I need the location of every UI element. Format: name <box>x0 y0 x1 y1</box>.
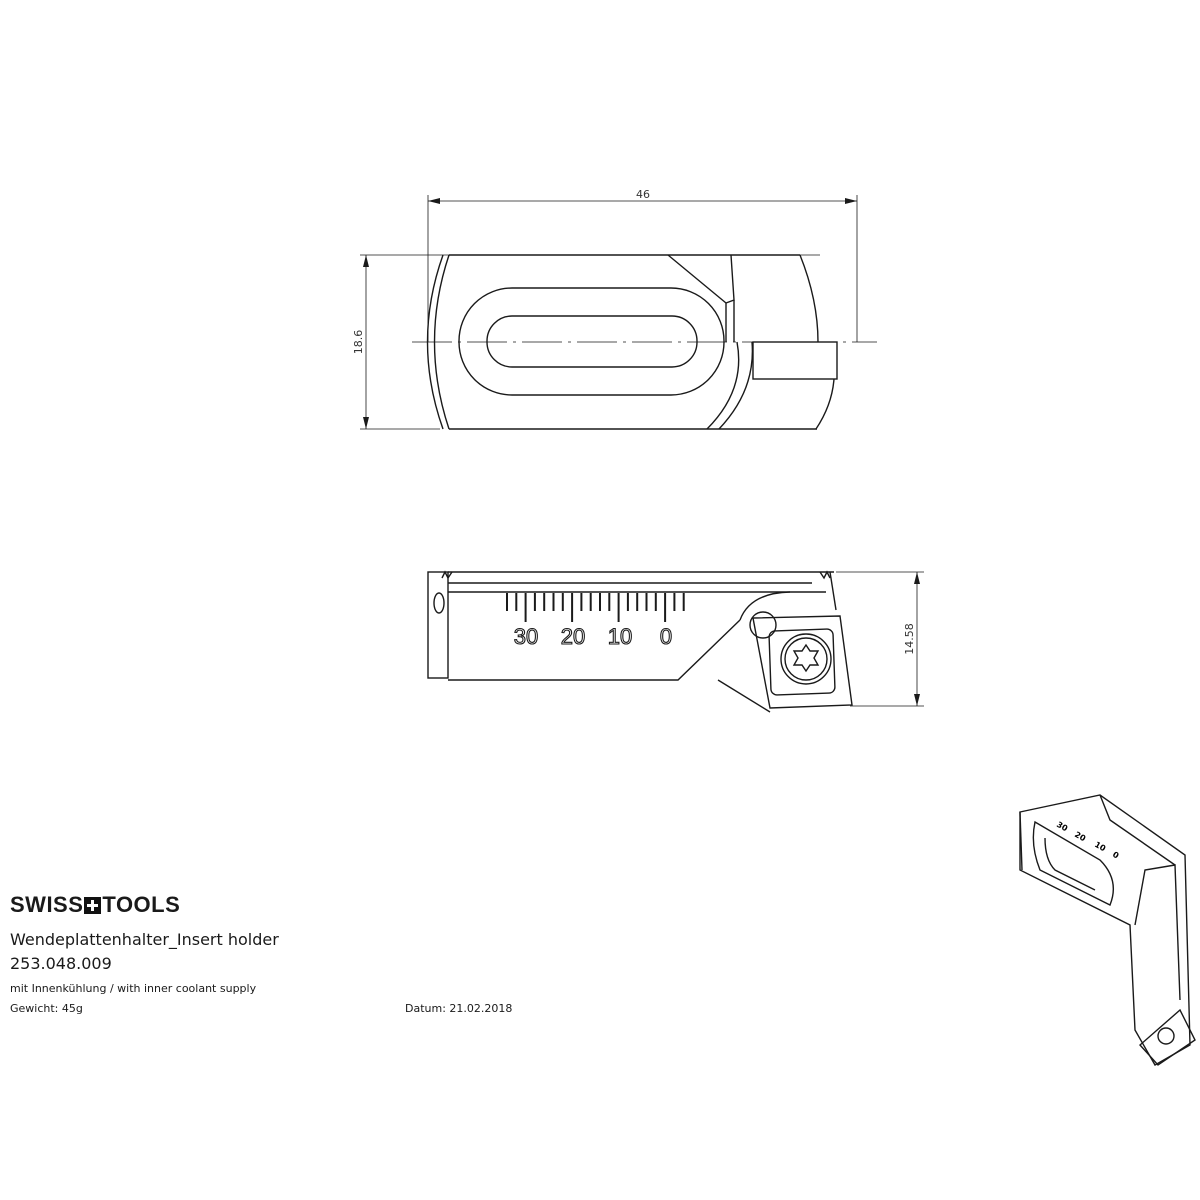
iso-scale-label-30: 30 <box>1055 820 1070 834</box>
torx-icon <box>792 643 820 673</box>
insert <box>752 615 853 709</box>
drawing-title: Wendeplattenhalter_Insert holder <box>10 930 279 949</box>
isometric-view: 30 20 10 0 <box>1019 794 1196 1066</box>
scale-label-10: 10 <box>608 624 632 649</box>
logo-text-right: TOOLS <box>102 892 181 917</box>
scale-ticks <box>506 593 685 622</box>
swiss-cross-icon <box>84 896 102 914</box>
iso-scale-label-20: 20 <box>1073 830 1088 844</box>
height-dimension-label: 14.58 <box>903 623 916 655</box>
scale-label-30: 30 <box>514 624 538 649</box>
width-dimension-label: 46 <box>636 188 650 201</box>
date: Datum: 21.02.2018 <box>405 1002 513 1015</box>
iso-scale-label-10: 10 <box>1093 840 1108 854</box>
description: mit Innenkühlung / with inner coolant su… <box>10 982 257 995</box>
swisstools-logo: SWISS TOOLS <box>10 892 180 918</box>
scale-label-20: 20 <box>561 624 585 649</box>
torx-screw <box>780 633 832 685</box>
part-number: 253.048.009 <box>10 954 112 973</box>
iso-scale-label-0: 0 <box>1111 850 1121 861</box>
weight: Gewicht: 45g <box>10 1002 83 1015</box>
scale-label-0: 0 <box>660 624 672 649</box>
side-view: 30 20 10 0 14.58 <box>427 570 924 713</box>
logo-text-left: SWISS <box>10 892 84 917</box>
height-dimension-label: 18.6 <box>352 330 365 355</box>
top-view: 46 18.6 <box>352 188 877 430</box>
